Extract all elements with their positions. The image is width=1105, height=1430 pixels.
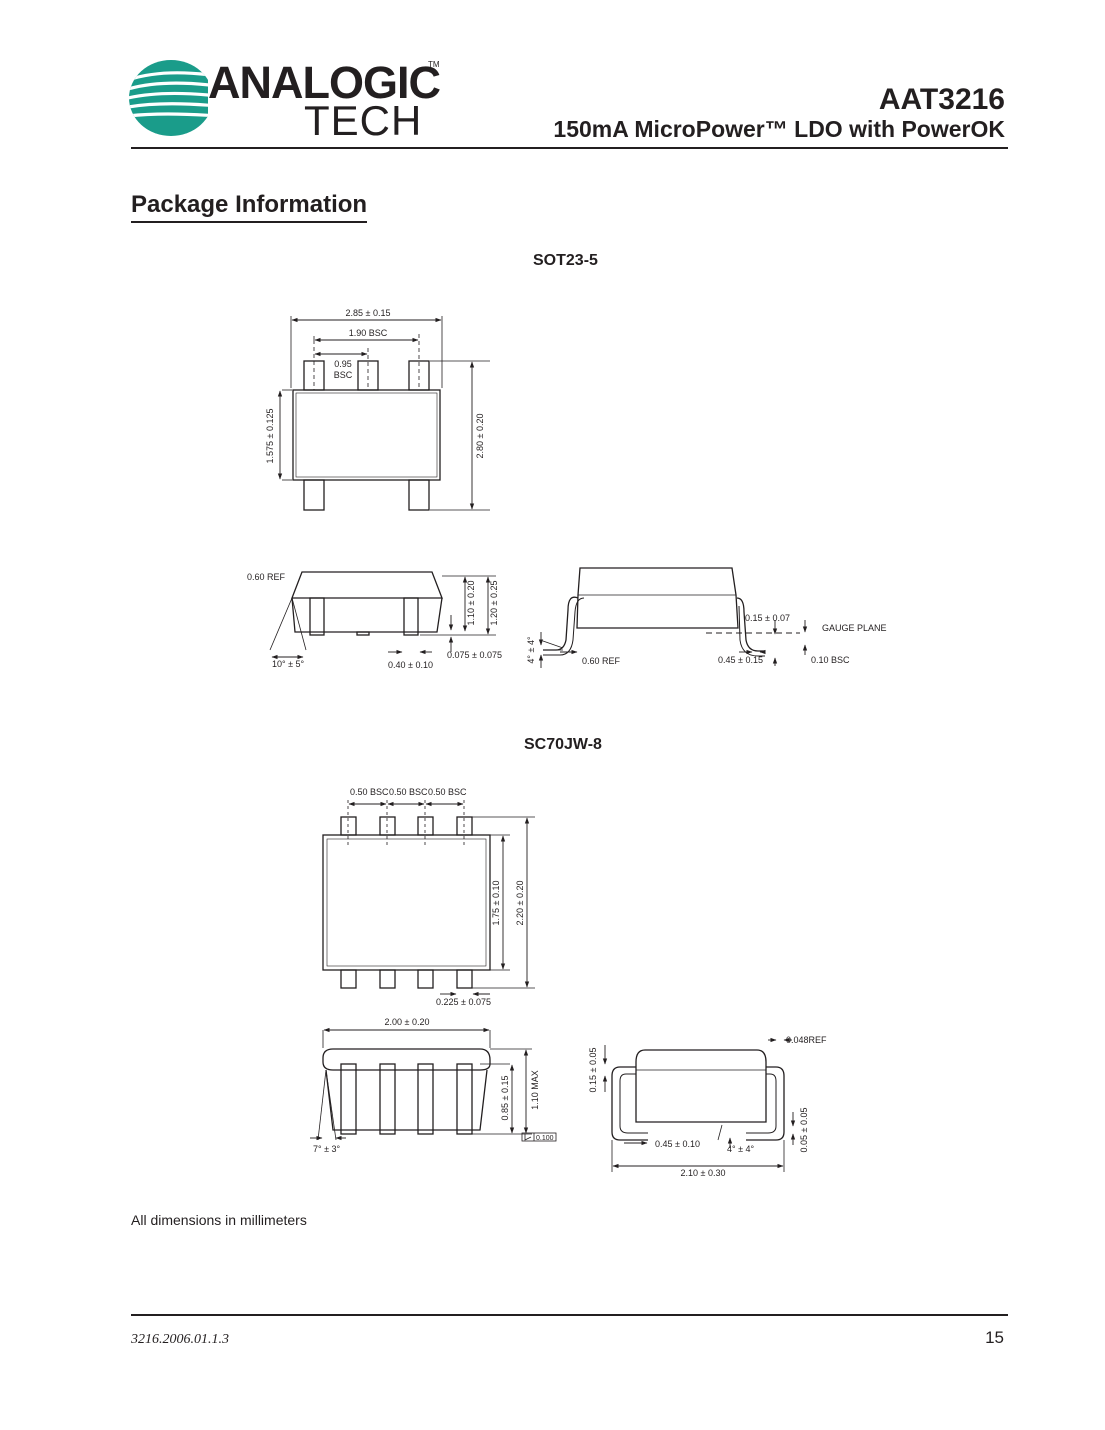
sot23-dim-lead-angle: 4° ± 4°: [526, 636, 536, 664]
sc70-dim-max-thickness: 1.10 MAX: [530, 1070, 540, 1110]
sot23-dim-end-ref: 0.60 REF: [582, 656, 621, 666]
footer-page-number: 15: [985, 1328, 1004, 1347]
sot23-dim-side-ref: 0.60 REF: [247, 572, 286, 582]
footer-rule: [131, 1314, 1008, 1316]
sot23-side-lead-b: [403, 597, 419, 636]
sot23-dim-lead-width: 0.40 ± 0.10: [388, 660, 433, 670]
sot23-side-view: [269, 571, 496, 660]
analogictech-logo: ANALOGIC TM TECH: [128, 57, 448, 142]
sot23-end-view: [538, 567, 808, 668]
sot23-dim-gauge-bsc: 0.10 BSC: [811, 655, 850, 665]
part-number: AAT3216: [878, 83, 1005, 116]
sot23-dim-overall-width: 2.85 ± 0.15: [346, 308, 391, 318]
sc70-dim-lead-thickness: 0.05 ± 0.05: [799, 1108, 809, 1153]
sot23-dim-lead-thickness: 0.15 ± 0.07: [745, 613, 790, 623]
sot23-side-lead-a: [309, 597, 325, 636]
sc70-lead-3: [417, 816, 434, 836]
product-subtitle: 150mA MicroPower™ LDO with PowerOK: [553, 116, 1005, 142]
sot23-dim-total-thickness: 1.20 ± 0.25: [489, 581, 499, 626]
sc70-dim-pitch-3: 0.50 BSC: [428, 787, 467, 797]
sot23-dim-body-height: 1.575 ± 0.125: [265, 409, 275, 464]
sc70-dim-pitch-1: 0.50 BSC: [350, 787, 389, 797]
sot23-end-lead-right: [736, 597, 765, 652]
sc70-flatness-frame: [521, 1132, 557, 1142]
sot23-dim-standoff: 0.075 ± 0.075: [447, 650, 502, 660]
section-title: Package Information: [131, 190, 368, 223]
logo-trademark: TM: [428, 60, 440, 69]
sc70-title: SC70JW-8: [524, 736, 602, 753]
logo-wordmark-tech: TECH: [304, 97, 423, 144]
sot23-side-body-top: [291, 571, 443, 599]
sc70-end-lead-right: [746, 1066, 785, 1141]
sc70-lead-5: [340, 969, 357, 989]
sc70-lead-4: [456, 816, 473, 836]
sot23-gauge-plane-label: GAUGE PLANE: [822, 623, 887, 633]
footer-doc-number: 3216.2006.01.1.3: [131, 1332, 229, 1347]
sot23-lead-5: [408, 479, 430, 511]
sc70-side-body-bottom: [325, 1069, 488, 1131]
sot23-side-body-bottom: [291, 597, 443, 633]
sot23-title: SOT23-5: [533, 252, 598, 269]
sot23-dim-pitch-095-bsc: BSC: [334, 370, 353, 380]
sc70-dim-lead-width: 0.225 ± 0.075: [436, 997, 491, 1007]
sot23-dim-pitch-095: 0.95: [334, 359, 352, 369]
sc70-end-lead-left: [611, 1066, 648, 1141]
sot23-lead-3: [408, 360, 430, 391]
sc70-side-lead-1: [340, 1063, 357, 1135]
sot23-lead-4: [303, 479, 325, 511]
sc70-side-lead-2: [379, 1063, 396, 1135]
sc70-body-inner: [326, 838, 487, 967]
sc70-dim-body-length: 2.00 ± 0.20: [385, 1017, 430, 1027]
sc70-dim-lead-ref: 0.048REF: [786, 1035, 827, 1045]
sot23-dim-foot-length: 0.45 ± 0.15: [718, 655, 763, 665]
sot23-body-inner: [295, 392, 438, 478]
sot23-end-lead-left: [543, 596, 579, 651]
sc70-dim-body-thickness: 0.85 ± 0.15: [500, 1076, 510, 1121]
sc70-dim-overall-width: 2.10 ± 0.30: [681, 1168, 726, 1178]
sc70-side-body-top: [322, 1048, 491, 1071]
dimensions-note: All dimensions in millimeters: [131, 1212, 307, 1228]
sot23-lead-2: [357, 360, 379, 391]
sc70-dim-foot-length: 0.45 ± 0.10: [655, 1139, 700, 1149]
sc70-dim-body-height: 1.75 ± 0.10: [491, 881, 501, 926]
sc70-lead-8: [456, 969, 473, 989]
sot23-end-body: [576, 567, 739, 629]
sot23-top-view: [277, 316, 490, 511]
sc70-dim-overall-height: 2.20 ± 0.20: [515, 881, 525, 926]
sc70-end-body: [635, 1049, 767, 1123]
sc70-dim-pitch-2: 0.50 BSC: [389, 787, 428, 797]
sot23-dim-body-thickness: 1.10 ± 0.20: [466, 581, 476, 626]
sot23-side-pad: [356, 631, 370, 636]
sc70-dim-side-angle: 7° ± 3°: [313, 1144, 341, 1154]
sc70-side-lead-4: [456, 1063, 473, 1135]
header-rule: [131, 147, 1008, 149]
sc70-lead-1: [340, 816, 357, 836]
sc70-lead-6: [379, 969, 396, 989]
sc70-dim-flatness: 0.100: [536, 1135, 554, 1142]
sc70-lead-7: [417, 969, 434, 989]
sc70-dim-lead-angle: 4° ± 4°: [727, 1144, 755, 1154]
sc70-end-view: [602, 1037, 796, 1172]
sc70-top-view: [322, 800, 535, 997]
logo-globe-icon: [129, 60, 208, 136]
sc70-side-view: [310, 1027, 557, 1142]
sc70-body: [322, 834, 491, 971]
sot23-dim-overall-height: 2.80 ± 0.20: [475, 414, 485, 459]
sot23-dim-side-angle: 10° ± 5°: [272, 659, 305, 669]
sc70-side-lead-3: [417, 1063, 434, 1135]
sc70-dim-standoff-top: 0.15 ± 0.05: [588, 1048, 598, 1093]
sc70-lead-2: [379, 816, 396, 836]
logo-wordmark-analogic: ANALOGIC: [208, 57, 441, 108]
sot23-dim-pitch-190: 1.90 BSC: [349, 328, 388, 338]
sot23-body: [292, 389, 441, 481]
